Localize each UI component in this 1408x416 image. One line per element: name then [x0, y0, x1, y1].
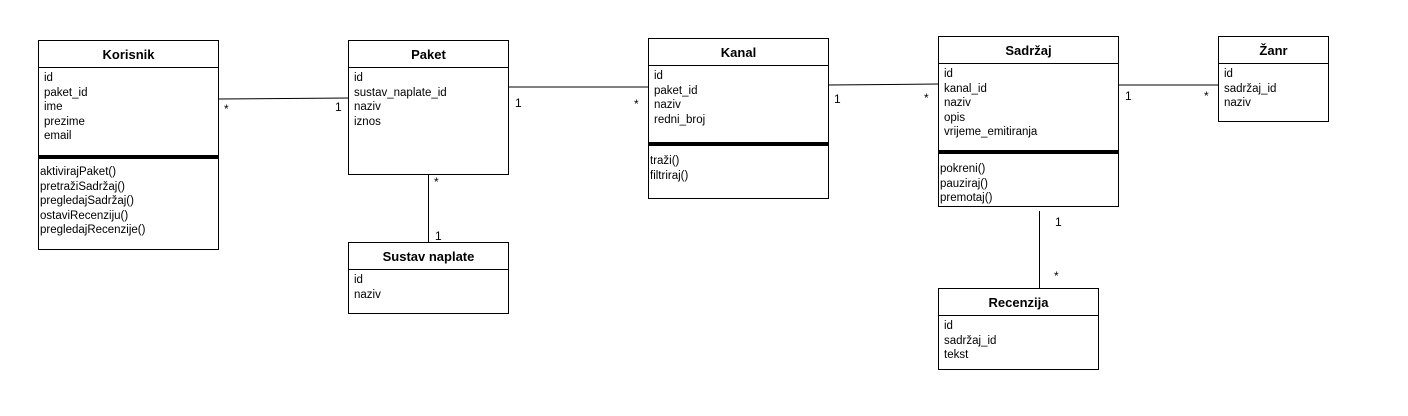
mult-sadrzaj-side: *: [924, 91, 929, 105]
class-title: Sustav naplate: [349, 243, 508, 270]
attribute-list: id kanal_id naziv opis vrijeme_emitiranj…: [939, 64, 1118, 140]
mult-sustav-side: 1: [435, 229, 442, 243]
attribute: naziv: [944, 97, 971, 109]
operation: filtriraj(): [650, 169, 689, 182]
attribute-list: id naziv: [349, 270, 508, 302]
attribute: id: [354, 72, 363, 84]
operation: pregledajRecenzije(): [40, 224, 146, 236]
compartment-divider: [39, 155, 218, 159]
attribute-list: id paket_id ime prezime email: [39, 68, 218, 144]
attribute: sustav_naplate_id: [354, 86, 447, 99]
attribute-list: id sustav_naplate_id naziv iznos: [349, 68, 508, 129]
attribute: id: [1224, 68, 1233, 80]
operation-list: traži() filtriraj(): [649, 151, 689, 183]
class-sadrzaj[interactable]: Sadržaj id kanal_id naziv opis vrijeme_e…: [938, 36, 1119, 207]
mult-paket-side: 1: [515, 96, 522, 110]
operation-list: aktivirajPaket() pretražiSadržaj() pregl…: [39, 162, 146, 238]
mult-korisnik-side: *: [224, 102, 229, 116]
operation: traži(): [650, 155, 680, 167]
compartment-divider: [649, 142, 828, 146]
link-korisnik-paket: [217, 97, 350, 100]
attribute-list: id sadržaj_id tekst: [939, 316, 1098, 363]
attribute: id: [654, 70, 663, 82]
link-kanal-sadrzaj: [827, 83, 940, 86]
attribute: tekst: [944, 349, 969, 361]
attribute: vrijeme_emitiranja: [944, 126, 1038, 138]
attribute: email: [44, 130, 72, 142]
attribute: sadržaj_id: [944, 334, 997, 347]
mult-paket-side: *: [434, 175, 439, 189]
attribute: redni_broj: [654, 113, 706, 126]
class-title: Sadržaj: [939, 37, 1118, 64]
class-paket[interactable]: Paket id sustav_naplate_id naziv iznos: [348, 40, 509, 175]
operation-list: pokreni() pauziraj() premotaj(): [939, 159, 993, 206]
mult-sadrzaj-side: 1: [1055, 215, 1062, 229]
attribute: id: [944, 68, 953, 80]
class-korisnik[interactable]: Korisnik id paket_id ime prezime email a…: [38, 40, 219, 250]
operation: pretražiSadržaj(): [40, 180, 125, 193]
class-title: Korisnik: [39, 41, 218, 68]
class-title: Paket: [349, 41, 508, 68]
attribute-list: id paket_id naziv redni_broj: [649, 66, 828, 127]
operation: pregledajSadržaj(): [40, 195, 134, 207]
class-sustav-naplate[interactable]: Sustav naplate id naziv: [348, 242, 509, 314]
attribute: paket_id: [654, 84, 698, 97]
operation: ostaviRecenziju(): [40, 209, 129, 222]
class-title: Kanal: [649, 39, 828, 66]
operation: pokreni(): [940, 163, 986, 175]
mult-zanr-side: *: [1204, 89, 1209, 103]
mult-recenzija-side: *: [1054, 269, 1059, 283]
class-recenzija[interactable]: Recenzija id sadržaj_id tekst: [938, 288, 1099, 370]
attribute: opis: [944, 111, 966, 124]
attribute: paket_id: [44, 86, 88, 99]
mult-kanal-side: *: [634, 97, 639, 111]
attribute: sadržaj_id: [1224, 82, 1277, 95]
attribute: naziv: [654, 99, 681, 111]
attribute: naziv: [354, 101, 381, 113]
attribute: naziv: [1224, 97, 1251, 109]
operation: aktivirajPaket(): [40, 166, 117, 178]
mult-sadrzaj-side: 1: [1125, 89, 1132, 103]
class-title: Recenzija: [939, 289, 1098, 316]
class-title: Žanr: [1219, 37, 1328, 64]
attribute: iznos: [354, 115, 381, 128]
operation: premotaj(): [940, 192, 993, 204]
mult-kanal-side: 1: [834, 92, 841, 106]
attribute-list: id sadržaj_id naziv: [1219, 64, 1328, 111]
attribute: id: [944, 320, 953, 332]
attribute: ime: [44, 101, 63, 113]
mult-paket-side: 1: [335, 100, 342, 114]
compartment-divider: [939, 150, 1118, 154]
attribute: prezime: [44, 115, 85, 128]
operation: pauziraj(): [940, 177, 988, 190]
class-kanal[interactable]: Kanal id paket_id naziv redni_broj traži…: [648, 38, 829, 199]
attribute: kanal_id: [944, 82, 987, 95]
class-zanr[interactable]: Žanr id sadržaj_id naziv: [1218, 36, 1329, 122]
attribute: naziv: [354, 288, 381, 301]
attribute: id: [44, 72, 53, 84]
attribute: id: [354, 274, 363, 286]
